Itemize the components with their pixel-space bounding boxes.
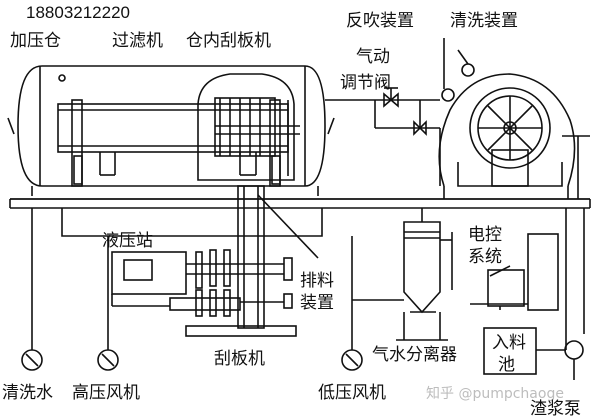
- backblow-wash-drum: [438, 38, 590, 199]
- label-gas-water-separator: 气水分离器: [372, 345, 457, 365]
- pneumatic-valve-line: [325, 87, 441, 186]
- slurry-pump: [564, 340, 584, 380]
- watermark: 知乎 @pumpchaoge: [426, 385, 564, 402]
- label-pneumatic-line2: 调节阀: [340, 73, 391, 93]
- phone-number: 18803212220: [26, 3, 130, 22]
- label-feed-tank-line1: 入料: [492, 333, 526, 353]
- label-filter: 过滤机: [112, 31, 163, 51]
- filter-machine: [57, 99, 289, 187]
- pressure-tank: [7, 65, 335, 196]
- label-electric-control-line2: 系统: [468, 247, 502, 267]
- label-feed-tank-line2: 池: [498, 355, 515, 375]
- low-pressure-fan-symbol: [341, 349, 363, 371]
- base-frame: [9, 198, 591, 350]
- label-scraper-in-tank: 仓内刮板机: [186, 31, 271, 51]
- label-high-pressure-fan: 高压风机: [72, 383, 140, 403]
- label-pressure-tank: 加压仓: [10, 31, 61, 51]
- label-electric-control-line1: 电控: [468, 225, 502, 245]
- feed-tank: [483, 208, 585, 375]
- label-discharge-line2: 装置: [300, 293, 334, 313]
- label-scraper: 刮板机: [214, 349, 265, 369]
- discharge-column: [185, 185, 319, 337]
- gas-water-separator: [352, 208, 453, 341]
- label-discharge-line1: 排料: [300, 271, 334, 291]
- label-hydraulic-station: 液压站: [102, 231, 153, 251]
- in-tank-scraper: [197, 73, 300, 181]
- wash-water-pump: [21, 349, 43, 371]
- label-wash-device: 清洗装置: [450, 11, 518, 31]
- label-pneumatic-line1: 气动: [356, 47, 390, 67]
- high-pressure-fan-symbol: [97, 349, 119, 371]
- hydraulic-station: [111, 249, 293, 317]
- label-slurry-pump: 渣浆泵: [530, 399, 581, 419]
- electric-control-cabinet: [470, 233, 559, 311]
- label-backblow-device: 反吹装置: [346, 11, 414, 31]
- label-wash-water: 清洗水: [2, 383, 53, 403]
- label-low-pressure-fan: 低压风机: [318, 383, 386, 403]
